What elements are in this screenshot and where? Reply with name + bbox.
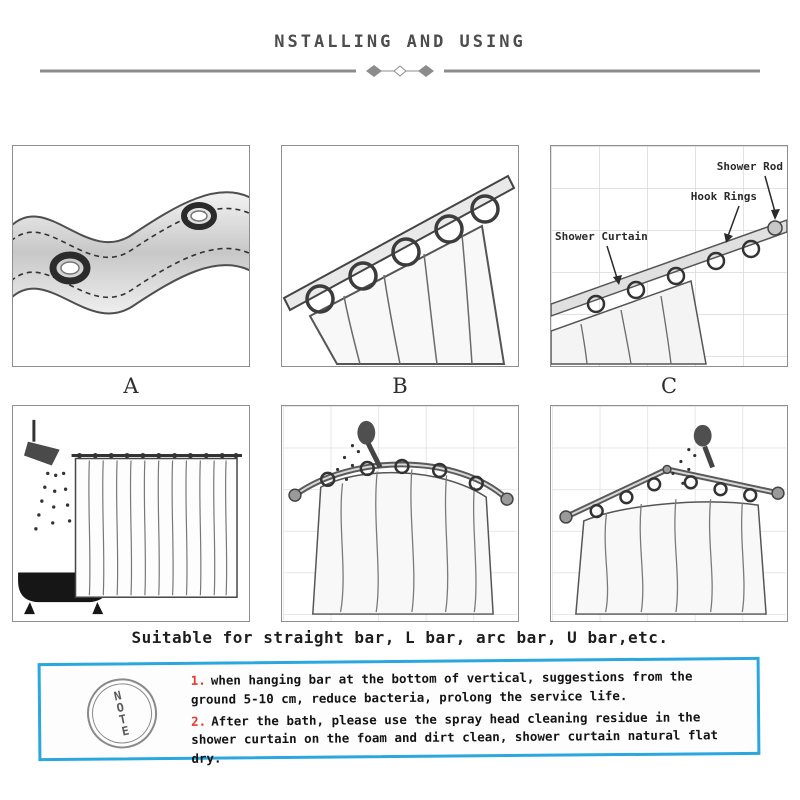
note-item-number: 2. — [191, 713, 207, 729]
panel-label-c: C — [660, 374, 678, 398]
stamp-letter: E — [120, 723, 132, 739]
arc-bar-illustration — [283, 406, 517, 621]
grommet-illustration — [13, 191, 249, 315]
note-item-number: 1. — [190, 672, 206, 688]
page-title: NSTALLING AND USING — [274, 32, 526, 52]
ornamental-divider — [40, 65, 760, 77]
note-text: 1.when hanging bar at the bottom of vert… — [191, 667, 746, 772]
rod-hook-dots — [76, 452, 239, 459]
curtain-folds — [604, 499, 745, 613]
spray-dots — [335, 444, 360, 481]
corner-bar-illustration — [552, 406, 786, 621]
straight-bar-illustration — [18, 419, 242, 615]
note-item-text: when hanging bar at the bottom of vertic… — [190, 668, 693, 707]
curtain-folds — [339, 469, 477, 613]
note-item: 1.when hanging bar at the bottom of vert… — [191, 667, 745, 709]
note-item: 2.After the bath, please use the spray h… — [191, 707, 745, 768]
note-stamp: N O T E — [80, 671, 164, 756]
panel-straight-bar — [12, 405, 250, 622]
shower-curtain-label: Shower Curtain — [555, 230, 648, 243]
panel-label-a: A — [123, 374, 139, 398]
panel-grommet-detail — [12, 145, 250, 367]
panel-label-b: B — [392, 374, 408, 398]
panel-labeled-installation: Shower Rod Hook Rings Shower Curtain — [550, 145, 788, 367]
shower-rod-label: Shower Rod — [717, 160, 783, 173]
panel-arc-bar — [281, 405, 519, 622]
hook-rings-illustration — [282, 174, 516, 365]
labeled-installation-illustration: Shower Rod Hook Rings Shower Curtain — [551, 146, 787, 366]
spray-dots — [34, 471, 72, 531]
panel-hook-rings-detail — [281, 145, 519, 367]
curtain-pleats — [88, 460, 228, 596]
hook-rings-label: Hook Rings — [691, 190, 757, 203]
suitability-caption: Suitable for straight bar, L bar, arc ba… — [131, 628, 669, 647]
note-item-text: After the bath, please use the spray hea… — [191, 708, 719, 766]
note-stamp-letters: N O T E — [86, 677, 158, 750]
spray-dots — [671, 448, 697, 485]
hook-rings — [319, 458, 484, 491]
hook-rings — [589, 475, 758, 519]
panel-corner-bar — [550, 405, 788, 622]
note-box: N O T E 1.when hanging bar at the bottom… — [37, 656, 761, 766]
